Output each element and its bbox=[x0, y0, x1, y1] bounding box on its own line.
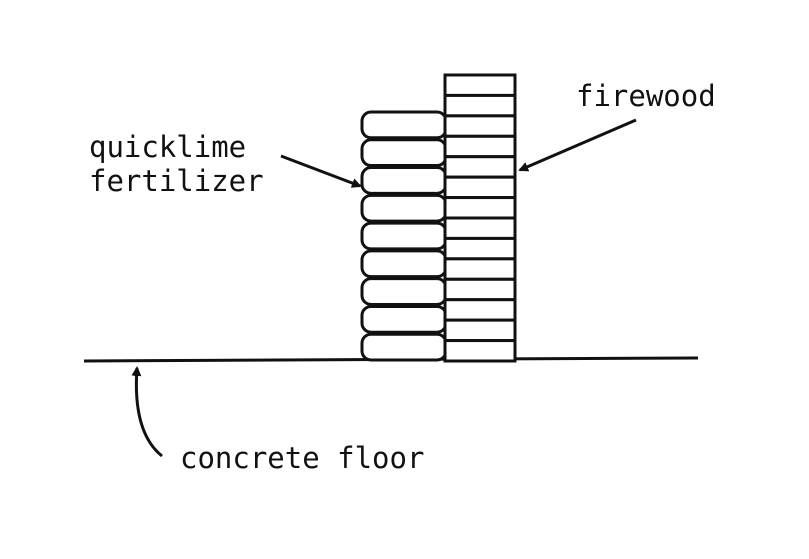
firewood-piece bbox=[443, 196, 517, 220]
concrete-floor-label: concrete floor bbox=[180, 441, 425, 475]
firewood-piece bbox=[443, 318, 517, 343]
quicklime-bag bbox=[360, 193, 448, 223]
firewood-piece bbox=[443, 114, 517, 138]
quicklime-fertilizer-label: quicklime fertilizer bbox=[89, 130, 264, 198]
firewood-piece bbox=[443, 277, 517, 302]
firewood-leader-arrow bbox=[518, 118, 637, 172]
quicklime-leader-arrow bbox=[280, 154, 362, 188]
quicklime-bag bbox=[360, 332, 448, 362]
firewood-piece bbox=[443, 134, 517, 159]
firewood-piece bbox=[443, 257, 517, 281]
firewood-stack bbox=[443, 73, 517, 363]
firewood-piece bbox=[443, 216, 517, 240]
quicklime-bag bbox=[360, 166, 448, 195]
firewood-piece bbox=[443, 339, 517, 363]
firewood-piece bbox=[443, 73, 517, 97]
quicklime-bag bbox=[360, 221, 448, 251]
quicklime-bag bbox=[360, 249, 448, 279]
floor-leader-arrow bbox=[131, 366, 163, 458]
quicklime-bag bbox=[360, 110, 448, 140]
quicklime-bag bbox=[360, 277, 448, 306]
firewood-piece bbox=[443, 93, 517, 118]
quicklime-bag bbox=[360, 304, 448, 334]
firewood-piece bbox=[443, 175, 517, 200]
quicklime-bag bbox=[360, 138, 448, 168]
quicklime-fertilizer-stack bbox=[360, 110, 448, 362]
firewood-piece bbox=[443, 236, 517, 261]
firewood-piece bbox=[443, 155, 517, 179]
quicklime-label-line2: fertilizer bbox=[89, 164, 264, 198]
firewood-label: firewood bbox=[576, 79, 716, 113]
firewood-piece bbox=[443, 298, 517, 322]
quicklime-label-line1: quicklime bbox=[89, 130, 247, 164]
